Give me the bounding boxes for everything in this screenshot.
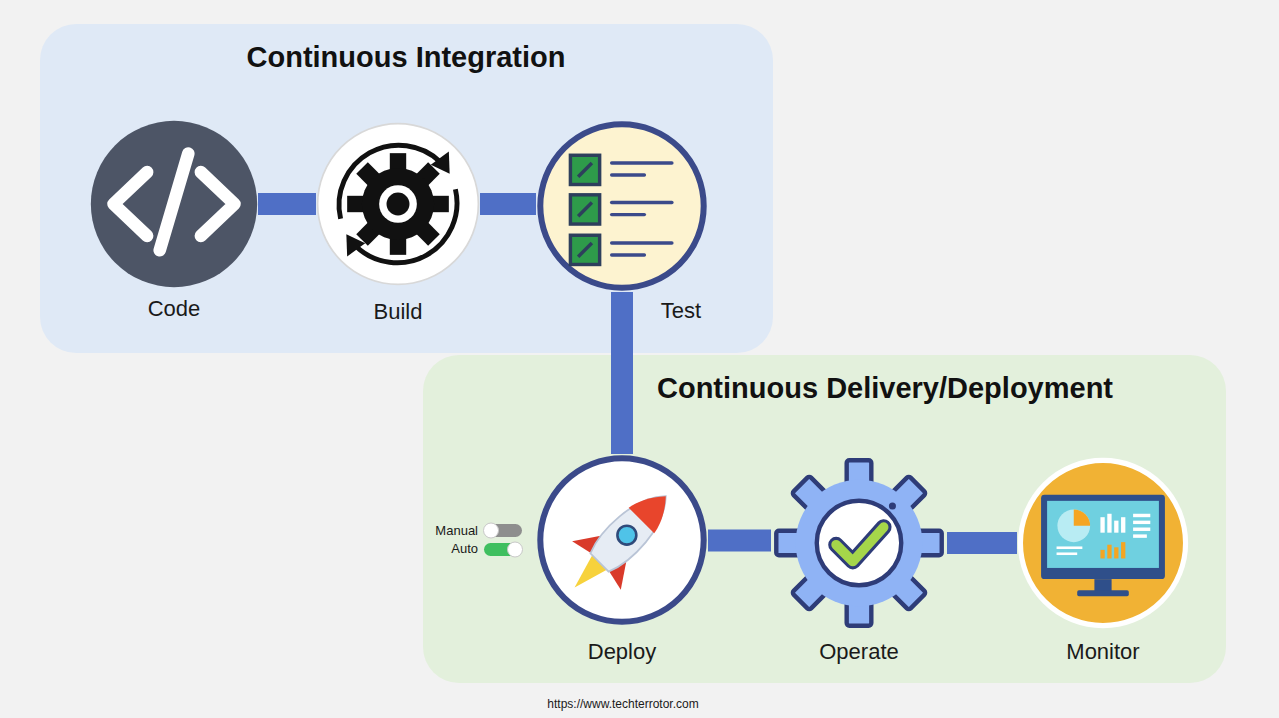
pipeline-connector bbox=[947, 532, 1017, 554]
deploy-circle: Deploy bbox=[536, 454, 708, 626]
code-icon bbox=[90, 120, 258, 288]
watermark-url: https://www.techterrotor.com bbox=[547, 697, 698, 712]
operate-icon bbox=[771, 455, 947, 631]
stage-label: Deploy bbox=[588, 639, 656, 665]
pipeline-connector bbox=[258, 193, 316, 215]
pipeline-connector bbox=[708, 530, 771, 552]
build-icon bbox=[316, 122, 480, 286]
stage-label: Code bbox=[148, 296, 201, 322]
operate-circle: Operate bbox=[771, 455, 947, 631]
toggle-track bbox=[484, 543, 522, 556]
section-heading: Continuous Integration bbox=[247, 40, 566, 74]
stage-band: Continuous Integration Code Build Test bbox=[40, 24, 773, 353]
toggle-knob bbox=[508, 542, 523, 557]
toggle-knob bbox=[484, 523, 499, 538]
build-circle: Build bbox=[316, 122, 480, 286]
section-heading: Continuous Delivery/Deployment bbox=[657, 371, 1113, 405]
stage-label: Build bbox=[374, 299, 423, 325]
test-icon bbox=[536, 120, 708, 292]
test-circle: Test bbox=[536, 120, 708, 292]
stage-label: Test bbox=[661, 298, 701, 324]
monitor-circle: Monitor bbox=[1017, 457, 1189, 629]
stage-band: Continuous Delivery/Deployment Deploy Op… bbox=[423, 355, 1226, 683]
deploy-icon bbox=[536, 454, 708, 626]
pipeline-connector bbox=[480, 193, 536, 215]
toggle-label: Manual bbox=[435, 523, 478, 539]
toggle-label: Auto bbox=[451, 541, 478, 557]
toggle-track bbox=[484, 524, 522, 537]
stage-label: Monitor bbox=[1066, 639, 1139, 665]
monitor-icon bbox=[1017, 457, 1189, 629]
stage-label: Operate bbox=[819, 639, 899, 665]
pipeline-connector bbox=[611, 292, 633, 454]
code-circle: Code bbox=[90, 120, 258, 288]
